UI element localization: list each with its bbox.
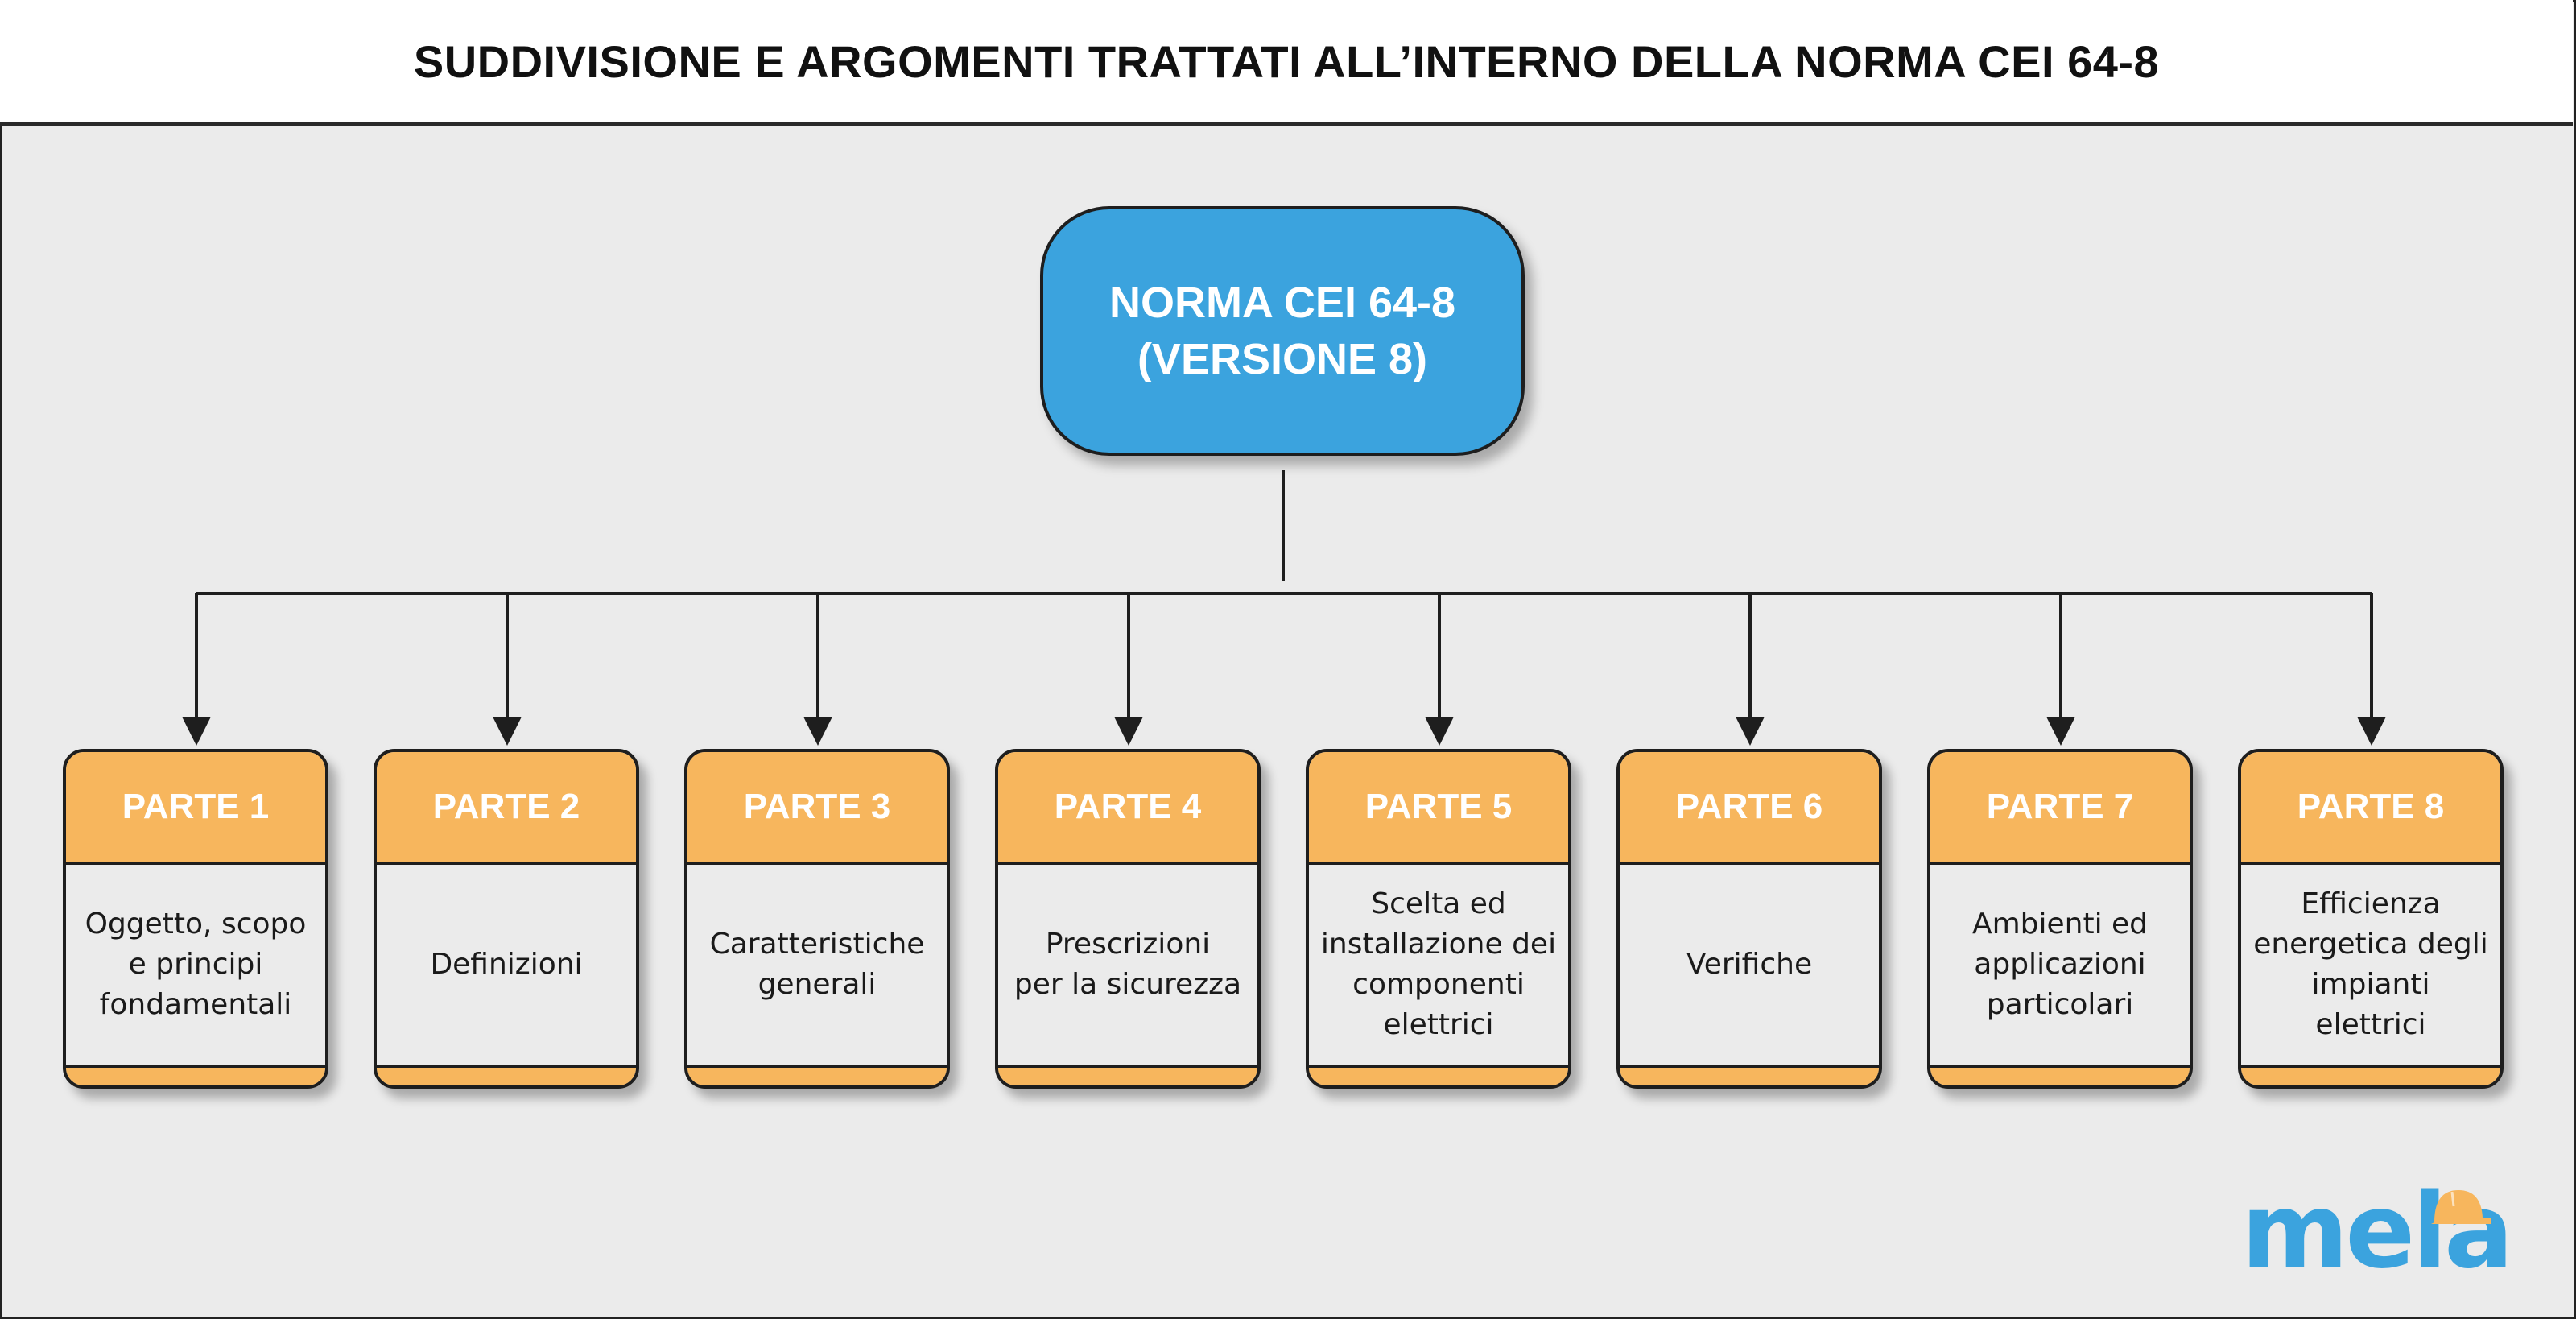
mela-logo: mela [2241,1180,2513,1284]
part-title: PARTE 5 [1309,752,1568,865]
part-description: Caratteristiche generali [709,928,925,1001]
part-title: PARTE 3 [687,752,947,865]
part-description: Prescrizioni per la sicurezza [1013,928,1242,1001]
part-description: Definizioni [430,948,583,981]
part-description: Ambienti ed applicazioni particolari [1971,908,2149,1021]
part-footer-strip [1620,1065,1879,1085]
hard-hat-icon [2431,1190,2491,1224]
part-box-3: PARTE 3 Caratteristiche generali [684,749,950,1089]
header-bar: SUDDIVISIONE E ARGOMENTI TRATTATI ALL’IN… [0,0,2573,126]
part-footer-strip [2241,1065,2500,1085]
part-footer-strip [1930,1065,2190,1085]
part-box-8: PARTE 8 Efficienza energetica degli impi… [2238,749,2504,1089]
part-footer-strip [687,1065,947,1085]
part-title: PARTE 6 [1620,752,1879,865]
part-title: PARTE 8 [2241,752,2500,865]
root-node: NORMA CEI 64-8 (VERSIONE 8) [1040,206,1525,456]
part-box-7: PARTE 7 Ambienti ed applicazioni partico… [1927,749,2193,1089]
part-box-5: PARTE 5 Scelta ed installazione dei comp… [1306,749,1571,1089]
part-description: Verifiche [1686,948,1813,981]
part-box-1: PARTE 1 Oggetto, scopo e principi fondam… [63,749,328,1089]
part-footer-strip [998,1065,1257,1085]
part-title: PARTE 1 [66,752,325,865]
part-description: Efficienza energetica degli impianti ele… [2253,887,2488,1041]
part-footer-strip [66,1065,325,1085]
part-title: PARTE 4 [998,752,1257,865]
part-title: PARTE 2 [377,752,636,865]
root-subtitle: (VERSIONE 8) [1137,335,1428,383]
part-footer-strip [377,1065,636,1085]
page-title: SUDDIVISIONE E ARGOMENTI TRATTATI ALL’IN… [413,35,2160,87]
part-box-6: PARTE 6 Verifiche [1616,749,1882,1089]
part-title: PARTE 7 [1930,752,2190,865]
root-title: NORMA CEI 64-8 [1108,279,1456,327]
part-box-2: PARTE 2 Definizioni [374,749,639,1089]
part-description: Oggetto, scopo e principi fondamentali [85,908,307,1021]
part-footer-strip [1309,1065,1568,1085]
part-description: Scelta ed installazione dei componenti e… [1320,887,1557,1041]
part-box-4: PARTE 4 Prescrizioni per la sicurezza [995,749,1261,1089]
